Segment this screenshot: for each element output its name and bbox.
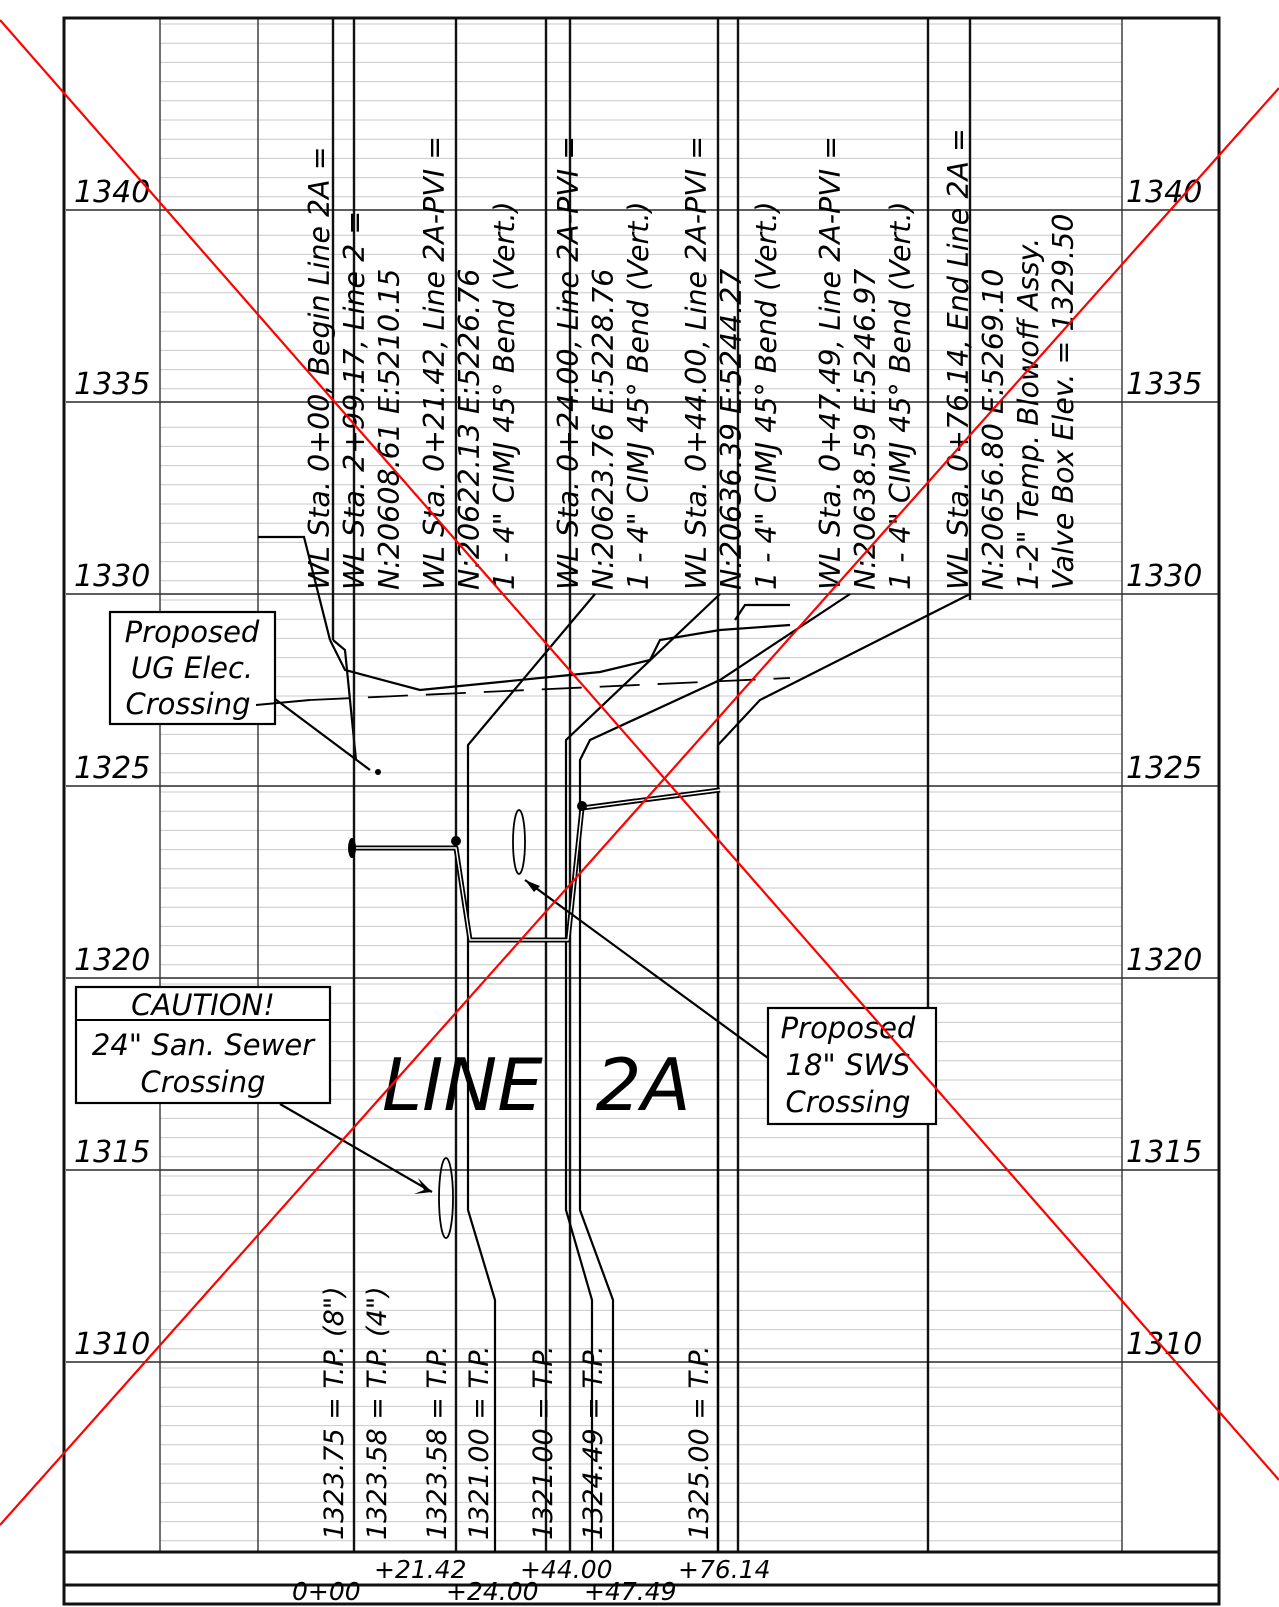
elev-label-1320-right: 1320 xyxy=(1126,943,1202,978)
svg-text:Proposed: Proposed xyxy=(125,615,260,649)
svg-text:Crossing: Crossing xyxy=(126,687,251,721)
note-pvi2-sta: WL Sta. 0+24.00, Line 2A-PVI = xyxy=(552,136,585,590)
elev-label-1315-right: 1315 xyxy=(1126,1135,1202,1170)
elev-label-1330-right: 1330 xyxy=(1126,559,1202,594)
tp-label-5: 1321.00 = T.P. xyxy=(528,1346,559,1540)
waterline-profile xyxy=(348,769,721,943)
note-pvi4-bend: 1 - 4" CIMJ 45° Bend (Vert.) xyxy=(884,201,917,590)
note-pvi4-sta: WL Sta. 0+47.49, Line 2A-PVI = xyxy=(814,136,847,590)
note-pvi1-coords: N:20622.13 E:5226.76 xyxy=(453,269,486,590)
tp-label-7: 1325.00 = T.P. xyxy=(684,1346,715,1540)
note-pvi3-bend: 1 - 4" CIMJ 45° Bend (Vert.) xyxy=(750,201,783,590)
minor-grid xyxy=(160,23,1122,1542)
elev-label-1325-right: 1325 xyxy=(1126,751,1202,786)
note-leaders xyxy=(258,535,971,1552)
sws-crossing-ellipse xyxy=(512,809,526,875)
elevation-labels-right: 1340 1335 1330 1325 1320 1315 1310 xyxy=(1126,175,1202,1362)
note-begin: WL Sta. 0+00, Begin Line 2A = xyxy=(303,146,336,590)
elev-label-1315: 1315 xyxy=(74,1135,150,1170)
station-21-42: +21.42 xyxy=(374,1555,467,1584)
tp-labels: 1323.75 = T.P. (8") 1323.58 = T.P. (4") … xyxy=(319,1286,715,1540)
svg-text:UG Elec.: UG Elec. xyxy=(131,651,253,685)
note-end-valvebox: Valve Box Elev. = 1329.50 xyxy=(1047,214,1080,590)
drawing-title: LINE 2A xyxy=(382,1043,691,1127)
svg-text:Crossing: Crossing xyxy=(786,1085,911,1119)
note-end-coords: N:20656.80 E:5269.10 xyxy=(977,269,1010,590)
tp-label-2: 1323.58 = T.P. (4") xyxy=(362,1286,393,1540)
callout-ug-elec: Proposed UG Elec. Crossing xyxy=(108,610,311,726)
svg-text:24" San. Sewer: 24" San. Sewer xyxy=(92,1028,316,1062)
callout-sws: Proposed 18" SWS Crossing xyxy=(766,1006,938,1126)
elevation-labels-left: 1340 1335 1330 1325 1320 1315 1310 xyxy=(74,175,150,1362)
note-pvi1-sta: WL Sta. 0+21.42, Line 2A-PVI = xyxy=(418,136,451,590)
elev-label-1320: 1320 xyxy=(74,943,150,978)
station-0-00: 0+00 xyxy=(292,1577,361,1606)
tp-label-1: 1323.75 = T.P. (8") xyxy=(319,1286,350,1540)
sheet-frame xyxy=(62,16,1221,1606)
note-pvi4-coords: N:20638.59 E:5246.97 xyxy=(849,269,882,590)
station-47-49: +47.49 xyxy=(584,1577,677,1606)
elev-label-1310: 1310 xyxy=(74,1327,150,1362)
major-grid xyxy=(66,18,1218,1552)
caution-title: CAUTION! xyxy=(131,988,275,1022)
elev-label-1340-right: 1340 xyxy=(1126,175,1202,210)
station-24-00: +24.00 xyxy=(446,1577,539,1606)
station-44-00: +44.00 xyxy=(520,1555,613,1584)
note-end-blowoff: 1-2" Temp. Blowoff Assy. xyxy=(1012,238,1045,590)
svg-text:Proposed: Proposed xyxy=(781,1011,916,1045)
elev-label-1325: 1325 xyxy=(74,751,150,786)
elev-label-1330: 1330 xyxy=(74,559,150,594)
station-76-14: +76.14 xyxy=(678,1555,771,1584)
tp-label-6: 1324.49 = T.P. xyxy=(578,1346,609,1540)
void-x-mark xyxy=(0,19,1279,1526)
station-notes: WL Sta. 0+00, Begin Line 2A = WL Sta. 2+… xyxy=(303,128,1080,590)
note-pvi3-coords: N:20636.39 E:5244.27 xyxy=(715,269,748,590)
note-end-sta: WL Sta. 0+76.14, End Line 2A = xyxy=(942,128,975,590)
svg-text:18" SWS: 18" SWS xyxy=(786,1048,911,1082)
note-pvi2-coords: N:20623.76 E:5228.76 xyxy=(587,269,620,590)
elev-label-1340: 1340 xyxy=(74,175,150,210)
sewer-crossing-ellipse xyxy=(438,1157,454,1239)
utility-crossings xyxy=(274,698,769,1239)
note-pvi1-bend: 1 - 4" CIMJ 45° Bend (Vert.) xyxy=(488,201,521,590)
elev-label-1335: 1335 xyxy=(74,367,150,402)
tp-label-3: 1323.58 = T.P. xyxy=(422,1346,453,1540)
station-labels: 0+00 +21.42 +24.00 +44.00 +47.49 +76.14 xyxy=(292,1555,771,1606)
elev-label-1335-right: 1335 xyxy=(1126,367,1202,402)
note-line2-sta: WL Sta. 2+99.17, Line 2 = xyxy=(338,211,371,590)
svg-text:Crossing: Crossing xyxy=(141,1065,266,1099)
callout-caution: CAUTION! 24" San. Sewer Crossing xyxy=(74,985,332,1105)
note-pvi2-bend: 1 - 4" CIMJ 45° Bend (Vert.) xyxy=(622,201,655,590)
elev-label-1310-right: 1310 xyxy=(1126,1327,1202,1362)
tp-label-4: 1321.00 = T.P. xyxy=(464,1346,495,1540)
note-pvi3-sta: WL Sta. 0+44.00, Line 2A-PVI = xyxy=(680,136,713,590)
note-line2-coords: N:20608.61 E:5210.15 xyxy=(373,269,406,590)
